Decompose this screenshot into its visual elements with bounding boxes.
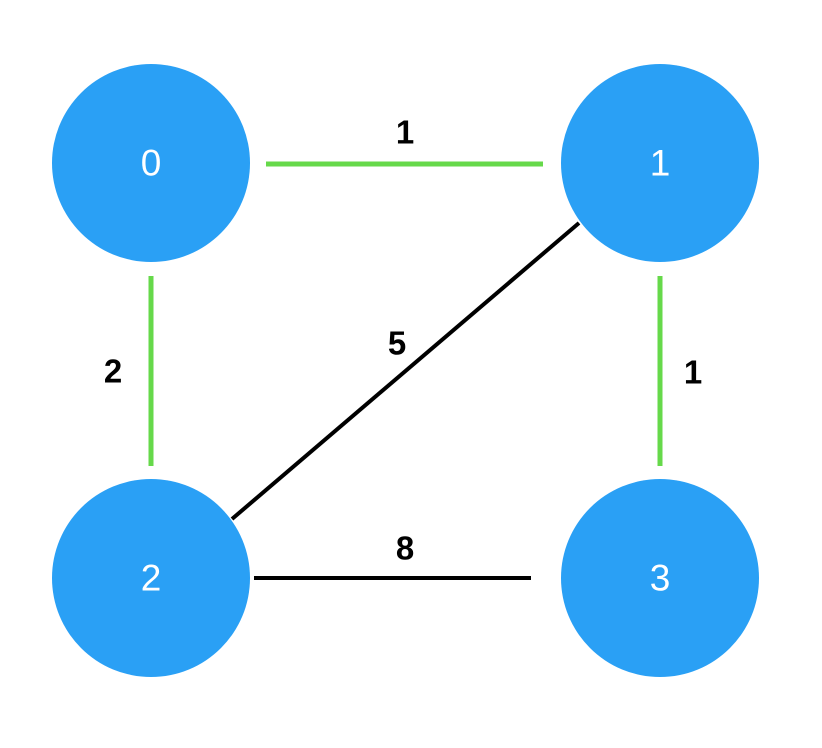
graph-node-1[interactable]: 1: [561, 64, 759, 262]
edge-weight-label-2-3: 8: [396, 530, 414, 567]
graph-edge-1-2[interactable]: [230, 221, 581, 521]
edge-weight-label-0-2: 2: [104, 353, 122, 390]
edges-layer: [148, 161, 663, 580]
node-circle-0[interactable]: [52, 64, 250, 262]
edge-weight-label-0-1: 1: [396, 114, 414, 151]
graph-node-2[interactable]: 2: [52, 479, 250, 677]
node-circle-1[interactable]: [561, 64, 759, 262]
edge-weight-label-1-2: 5: [388, 325, 406, 362]
graph-node-0[interactable]: 0: [52, 64, 250, 262]
graph-node-3[interactable]: 3: [561, 479, 759, 677]
node-circle-3[interactable]: [561, 479, 759, 677]
edge-weight-label-1-3: 1: [684, 354, 702, 391]
node-circle-2[interactable]: [52, 479, 250, 677]
